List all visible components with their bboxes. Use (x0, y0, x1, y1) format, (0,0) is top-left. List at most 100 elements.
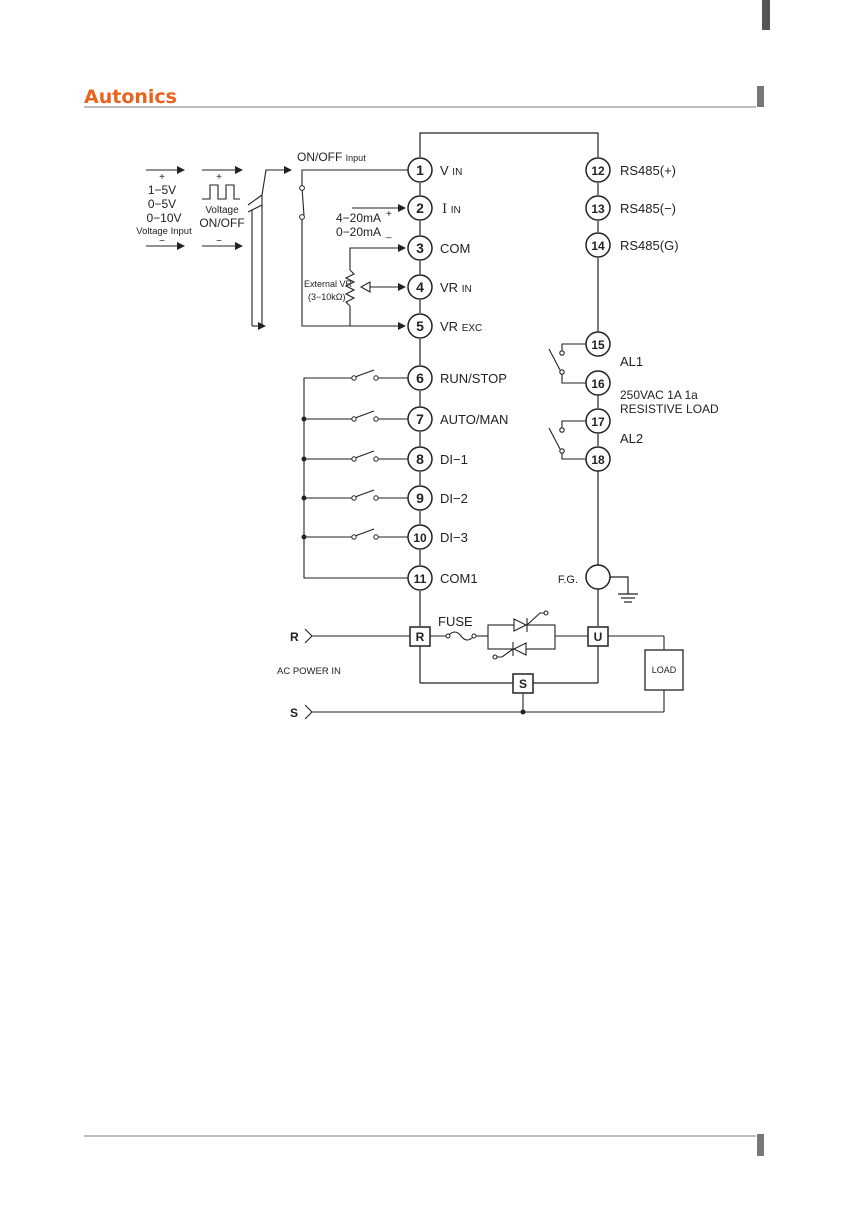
terminal-number: 15 (591, 338, 605, 352)
terminal-label: DI−3 (440, 530, 468, 545)
alarm-rating-line2: RESISTIVE LOAD (620, 402, 719, 416)
onoff-input-small: Input (346, 153, 367, 163)
range-1-5v: 1−5V (148, 183, 176, 197)
terminal-2: 2 I IN (407, 195, 461, 221)
terminal-label: I IN (442, 201, 461, 217)
terminal-number: 8 (416, 451, 424, 467)
terminal-14: 14 RS485(G) (585, 232, 679, 258)
frame-ground-label: F.G. (558, 574, 578, 586)
fuse-contact-right (471, 633, 477, 639)
terminal-label: DI−1 (440, 452, 468, 467)
current-4-20ma: 4−20mA (336, 211, 381, 225)
terminal-number: 10 (413, 531, 427, 545)
alarm-rating-line1: 250VAC 1A 1a (620, 388, 698, 402)
al1-label: AL1 (620, 354, 643, 369)
frame-ground-terminal (585, 564, 611, 590)
alarm-relay-al2 (548, 420, 586, 460)
terminal-circle (407, 235, 433, 261)
voltage-onoff-line1: Voltage (205, 205, 239, 216)
page-corner-mark-top (762, 0, 770, 30)
terminal-label: VR EXC (440, 319, 482, 334)
terminal-number: 16 (591, 377, 605, 391)
terminal-7: 7 AUTO/MAN (407, 406, 508, 432)
switch-contacts (351, 375, 379, 540)
analog-input-wiring (146, 169, 408, 327)
label-main: I (442, 202, 447, 217)
terminal-circle (407, 274, 433, 300)
terminal-3: 3 COM (407, 235, 470, 261)
s-junction-dot (520, 709, 526, 715)
s-line-label: S (290, 706, 298, 720)
terminal-number: 7 (416, 411, 424, 427)
terminal-4: 4 VR IN (407, 274, 472, 300)
label-sub: EXC (462, 323, 483, 334)
autonics-logo: Autonics (84, 86, 177, 108)
terminal-label: RUN/STOP (440, 371, 507, 386)
terminal-circle (407, 195, 433, 221)
terminal-circle (585, 195, 611, 221)
voltage-onoff-line2: ON/OFF (199, 216, 244, 230)
terminal-label: V IN (440, 163, 462, 178)
vr-range-label: (3−10kΩ) (308, 292, 346, 302)
terminal-11: 11 COM1 (407, 565, 478, 591)
fuse-contact-left (445, 633, 451, 639)
fuse-label: FUSE (438, 614, 473, 629)
terminal-1: 1 V IN (407, 157, 462, 183)
label-sub: IN (462, 284, 472, 295)
header-bar-mark (757, 86, 764, 107)
terminal-label: RS485(G) (620, 238, 679, 253)
terminal-number: 1 (416, 162, 424, 178)
terminal-number: 12 (591, 164, 605, 178)
terminal-12: 12 RS485(+) (585, 157, 676, 183)
current-plus: + (386, 209, 392, 220)
terminal-13: 13 RS485(−) (585, 195, 676, 221)
terminal-number: 4 (416, 279, 424, 295)
pulse-waveform-icon (202, 184, 240, 200)
terminal-15: 15 (585, 331, 611, 357)
terminal-5: 5 VR EXC (407, 313, 482, 339)
terminal-number: 6 (416, 370, 424, 386)
label-sub: IN (452, 167, 462, 178)
terminal-label: RS485(−) (620, 201, 676, 216)
voltage-input-label: Voltage Input (136, 226, 192, 237)
al2-label: AL2 (620, 431, 643, 446)
terminal-10: 10 DI−3 (407, 524, 468, 550)
load-box (644, 649, 684, 691)
terminal-number: 14 (591, 239, 605, 253)
range-0-5v: 0−5V (148, 197, 176, 211)
controller-body (419, 132, 599, 684)
terminal-17: 17 (585, 408, 611, 434)
onoff-input-label: ON/OFF Input (297, 150, 366, 164)
label-main: V (440, 163, 449, 178)
terminal-circle (585, 157, 611, 183)
terminal-circle (407, 313, 433, 339)
external-vr-resistor-icon (344, 269, 371, 307)
terminal-label: DI−2 (440, 491, 468, 506)
u-terminal-box (587, 626, 609, 647)
fuse-icon (447, 631, 475, 641)
r-terminal-box (409, 626, 431, 647)
onoff-input-contacts (299, 185, 305, 220)
digital-input-wiring (303, 369, 408, 579)
ground-icon (610, 576, 638, 603)
terminal-18: 18 (585, 446, 611, 472)
external-vr-label: External VR (304, 279, 353, 289)
terminal-16: 16 (585, 370, 611, 396)
current-0-20ma: 0−20mA (336, 225, 381, 239)
terminal-number: 11 (414, 572, 427, 586)
r-line-label: R (290, 630, 299, 644)
load-label: LOAD (652, 665, 677, 675)
label-main: VR (440, 319, 458, 334)
label-sub: IN (451, 205, 461, 216)
terminal-9: 9 DI−2 (407, 485, 468, 511)
r-terminal-label: R (416, 630, 425, 644)
s-terminal-box (512, 673, 534, 694)
onoff-input-main: ON/OFF (297, 150, 342, 164)
terminal-8: 8 DI−1 (407, 446, 468, 472)
footer-bar-mark (757, 1134, 764, 1156)
terminal-number: 3 (416, 240, 424, 256)
terminal-number: 5 (416, 318, 424, 334)
terminal-6: 6 RUN/STOP (407, 365, 507, 391)
label-main: VR (440, 280, 458, 295)
